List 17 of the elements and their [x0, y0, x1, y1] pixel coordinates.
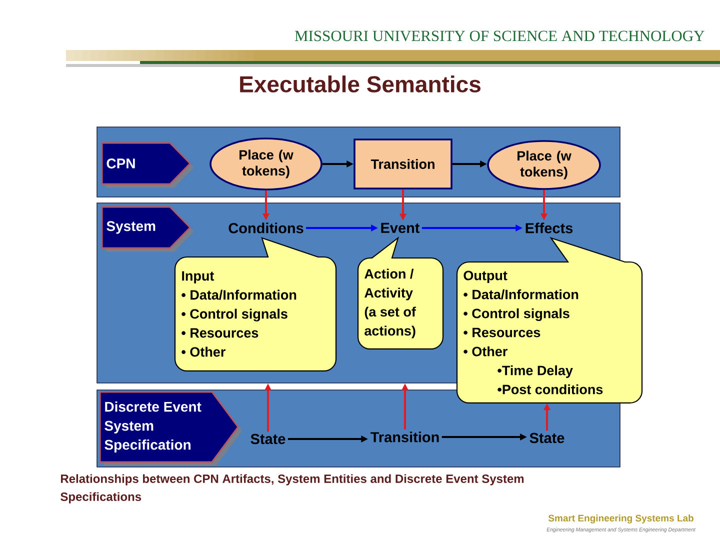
caption: Relationships between CPN Artifacts, System Entities and Discrete Event System Specifications: [60, 474, 524, 504]
term-label: Conditions: [228, 222, 304, 234]
pentagon-tag: CPN: [101, 142, 194, 188]
speech-bubble: Output • Data/Information • Control signals • Resources • Other •Time Delay •Post conditions: [456, 237, 643, 404]
lab-name: Smart Engineering Systems Lab: [548, 514, 694, 524]
title: Executable Semantics: [240, 76, 480, 92]
term-label: State: [530, 432, 564, 444]
term-label: State: [250, 434, 286, 444]
term-label: Event: [381, 222, 420, 234]
pentagon-tag: Discrete Event System Specification: [99, 391, 242, 466]
term-label: Transition: [370, 432, 439, 442]
transition-box: Transition: [354, 138, 452, 190]
header-text: MISSOURI UNIVERSITY OF SCIENCE AND TECHNOLOGY: [294, 30, 704, 42]
pentagon-tag: System: [101, 206, 194, 252]
speech-bubble: Action / Activity (a set of actions): [357, 237, 444, 350]
speech-bubble: Input • Data/Information • Control signals • Resources • Other: [174, 237, 337, 372]
term-label: Effects: [526, 222, 573, 234]
